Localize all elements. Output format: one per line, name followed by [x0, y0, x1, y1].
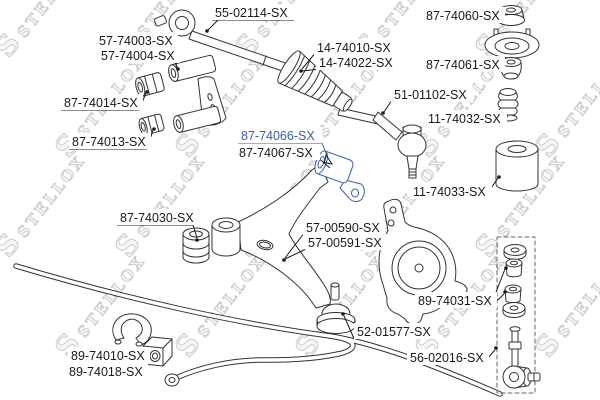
part-number-text[interactable]: 56-02016-SX — [410, 351, 484, 365]
part-label-14-74022[interactable]: 14-74022-SX — [316, 54, 398, 70]
strut-mount-plate-drawing — [484, 28, 540, 59]
part-label-87-74013[interactable]: 87-74013-SX — [69, 133, 151, 149]
part-label-87-74061[interactable]: 87-74061-SX — [423, 56, 505, 72]
part-number-text[interactable]: 89-74010-SX — [71, 349, 145, 363]
link-washer-bottom-drawing — [502, 302, 526, 318]
part-number-text[interactable]: 55-02114-SX — [215, 6, 288, 20]
part-number-text[interactable]: 87-74067-SX — [239, 146, 313, 160]
part-number-text[interactable]: 14-74022-SX — [319, 56, 393, 70]
part-number-text[interactable]: 87-74013-SX — [72, 135, 146, 149]
steering-boot-drawing — [277, 50, 353, 112]
part-label-57-00591[interactable]: 57-00591-SX — [305, 234, 387, 250]
part-number-text-highlighted[interactable]: 87-74066-SX — [241, 129, 315, 143]
tie-rod-end-drawing — [372, 111, 427, 179]
link-washer-top-drawing — [503, 244, 527, 260]
stellox-watermark-text: STELLOX — [194, 251, 270, 341]
part-number-text[interactable]: 57-74004-SX — [101, 49, 175, 63]
part-number-text[interactable]: 57-00591-SX — [308, 236, 382, 250]
part-number-text[interactable]: 52-01577-SX — [357, 325, 431, 339]
stab-link-kit-outline — [496, 236, 536, 394]
part-label-89-74018[interactable]: 89-74018-SX — [66, 363, 148, 379]
part-label-52-01577[interactable]: 52-01577-SX — [354, 323, 436, 339]
bump-stop-drawing — [497, 88, 519, 122]
part-label-87-74067[interactable]: 87-74067-SX — [236, 144, 320, 160]
stabilizer-link-drawing — [502, 326, 541, 389]
part-label-56-02016[interactable]: 56-02016-SX — [407, 349, 489, 365]
part-number-text[interactable]: 57-74003-SX — [99, 34, 173, 48]
link-bushing-top-drawing — [505, 258, 523, 278]
part-label-11-74032[interactable]: 11-74032-SX — [425, 110, 507, 126]
upper-control-arm-drawing — [168, 54, 227, 133]
part-number-text[interactable]: 51-01102-SX — [394, 88, 467, 102]
part-number-text[interactable]: 14-74010-SX — [317, 41, 391, 55]
part-number-text[interactable]: 87-74030-SX — [120, 211, 194, 225]
dust-cover-drawing — [495, 140, 539, 192]
part-number-text[interactable]: 89-74018-SX — [69, 365, 143, 379]
part-label-57-74004[interactable]: 57-74004-SX — [98, 47, 180, 63]
part-label-14-74010[interactable]: 14-74010-SX — [314, 39, 396, 55]
part-number-text[interactable]: 87-74060-SX — [426, 9, 500, 23]
link-bushing-bottom-drawing — [504, 284, 522, 304]
part-label-89-74031[interactable]: 89-74031-SX — [415, 292, 497, 308]
stabilizer-bushing-drawing — [142, 336, 173, 367]
part-label-89-74010[interactable]: 89-74010-SX — [68, 347, 150, 363]
part-number-text[interactable]: 89-74031-SX — [418, 294, 492, 308]
stellox-watermark-text: STELLOX — [14, 0, 90, 41]
part-label-87-74014[interactable]: 87-74014-SX — [61, 94, 143, 110]
stabilizer-clamp-drawing — [112, 313, 152, 347]
part-label-11-74033[interactable]: 11-74033-SX — [410, 183, 492, 199]
part-label-51-01102[interactable]: 51-01102-SX — [391, 86, 473, 102]
bushing-74013-drawing — [138, 113, 165, 136]
bushing-74014-drawing — [135, 72, 165, 97]
stellox-watermark-text: STELLOX — [74, 251, 150, 341]
part-label-87-74030[interactable]: 87-74030-SX — [117, 209, 199, 225]
part-label-87-74066-highlighted[interactable]: 87-74066-SX — [238, 127, 322, 143]
stellox-watermark-text: STELLOX — [14, 151, 90, 241]
stellox-watermark-text: STELLOX — [554, 251, 600, 341]
part-number-text[interactable]: 87-74061-SX — [426, 58, 500, 72]
part-number-text[interactable]: 11-74032-SX — [428, 112, 501, 126]
part-label-55-02114[interactable]: 55-02114-SX — [212, 4, 294, 20]
part-label-57-74003[interactable]: 57-74003-SX — [96, 32, 178, 48]
lower-control-arm-drawing — [211, 163, 331, 309]
part-label-87-74060[interactable]: 87-74060-SX — [423, 7, 505, 23]
part-label-57-00590[interactable]: 57-00590-SX — [303, 219, 385, 235]
stellox-watermark-text: STELLOX — [554, 51, 600, 141]
part-number-text[interactable]: 11-74033-SX — [413, 185, 486, 199]
ball-joint-drawing — [316, 282, 356, 334]
part-number-text[interactable]: 87-74014-SX — [64, 96, 138, 110]
part-number-text[interactable]: 57-00590-SX — [306, 221, 380, 235]
